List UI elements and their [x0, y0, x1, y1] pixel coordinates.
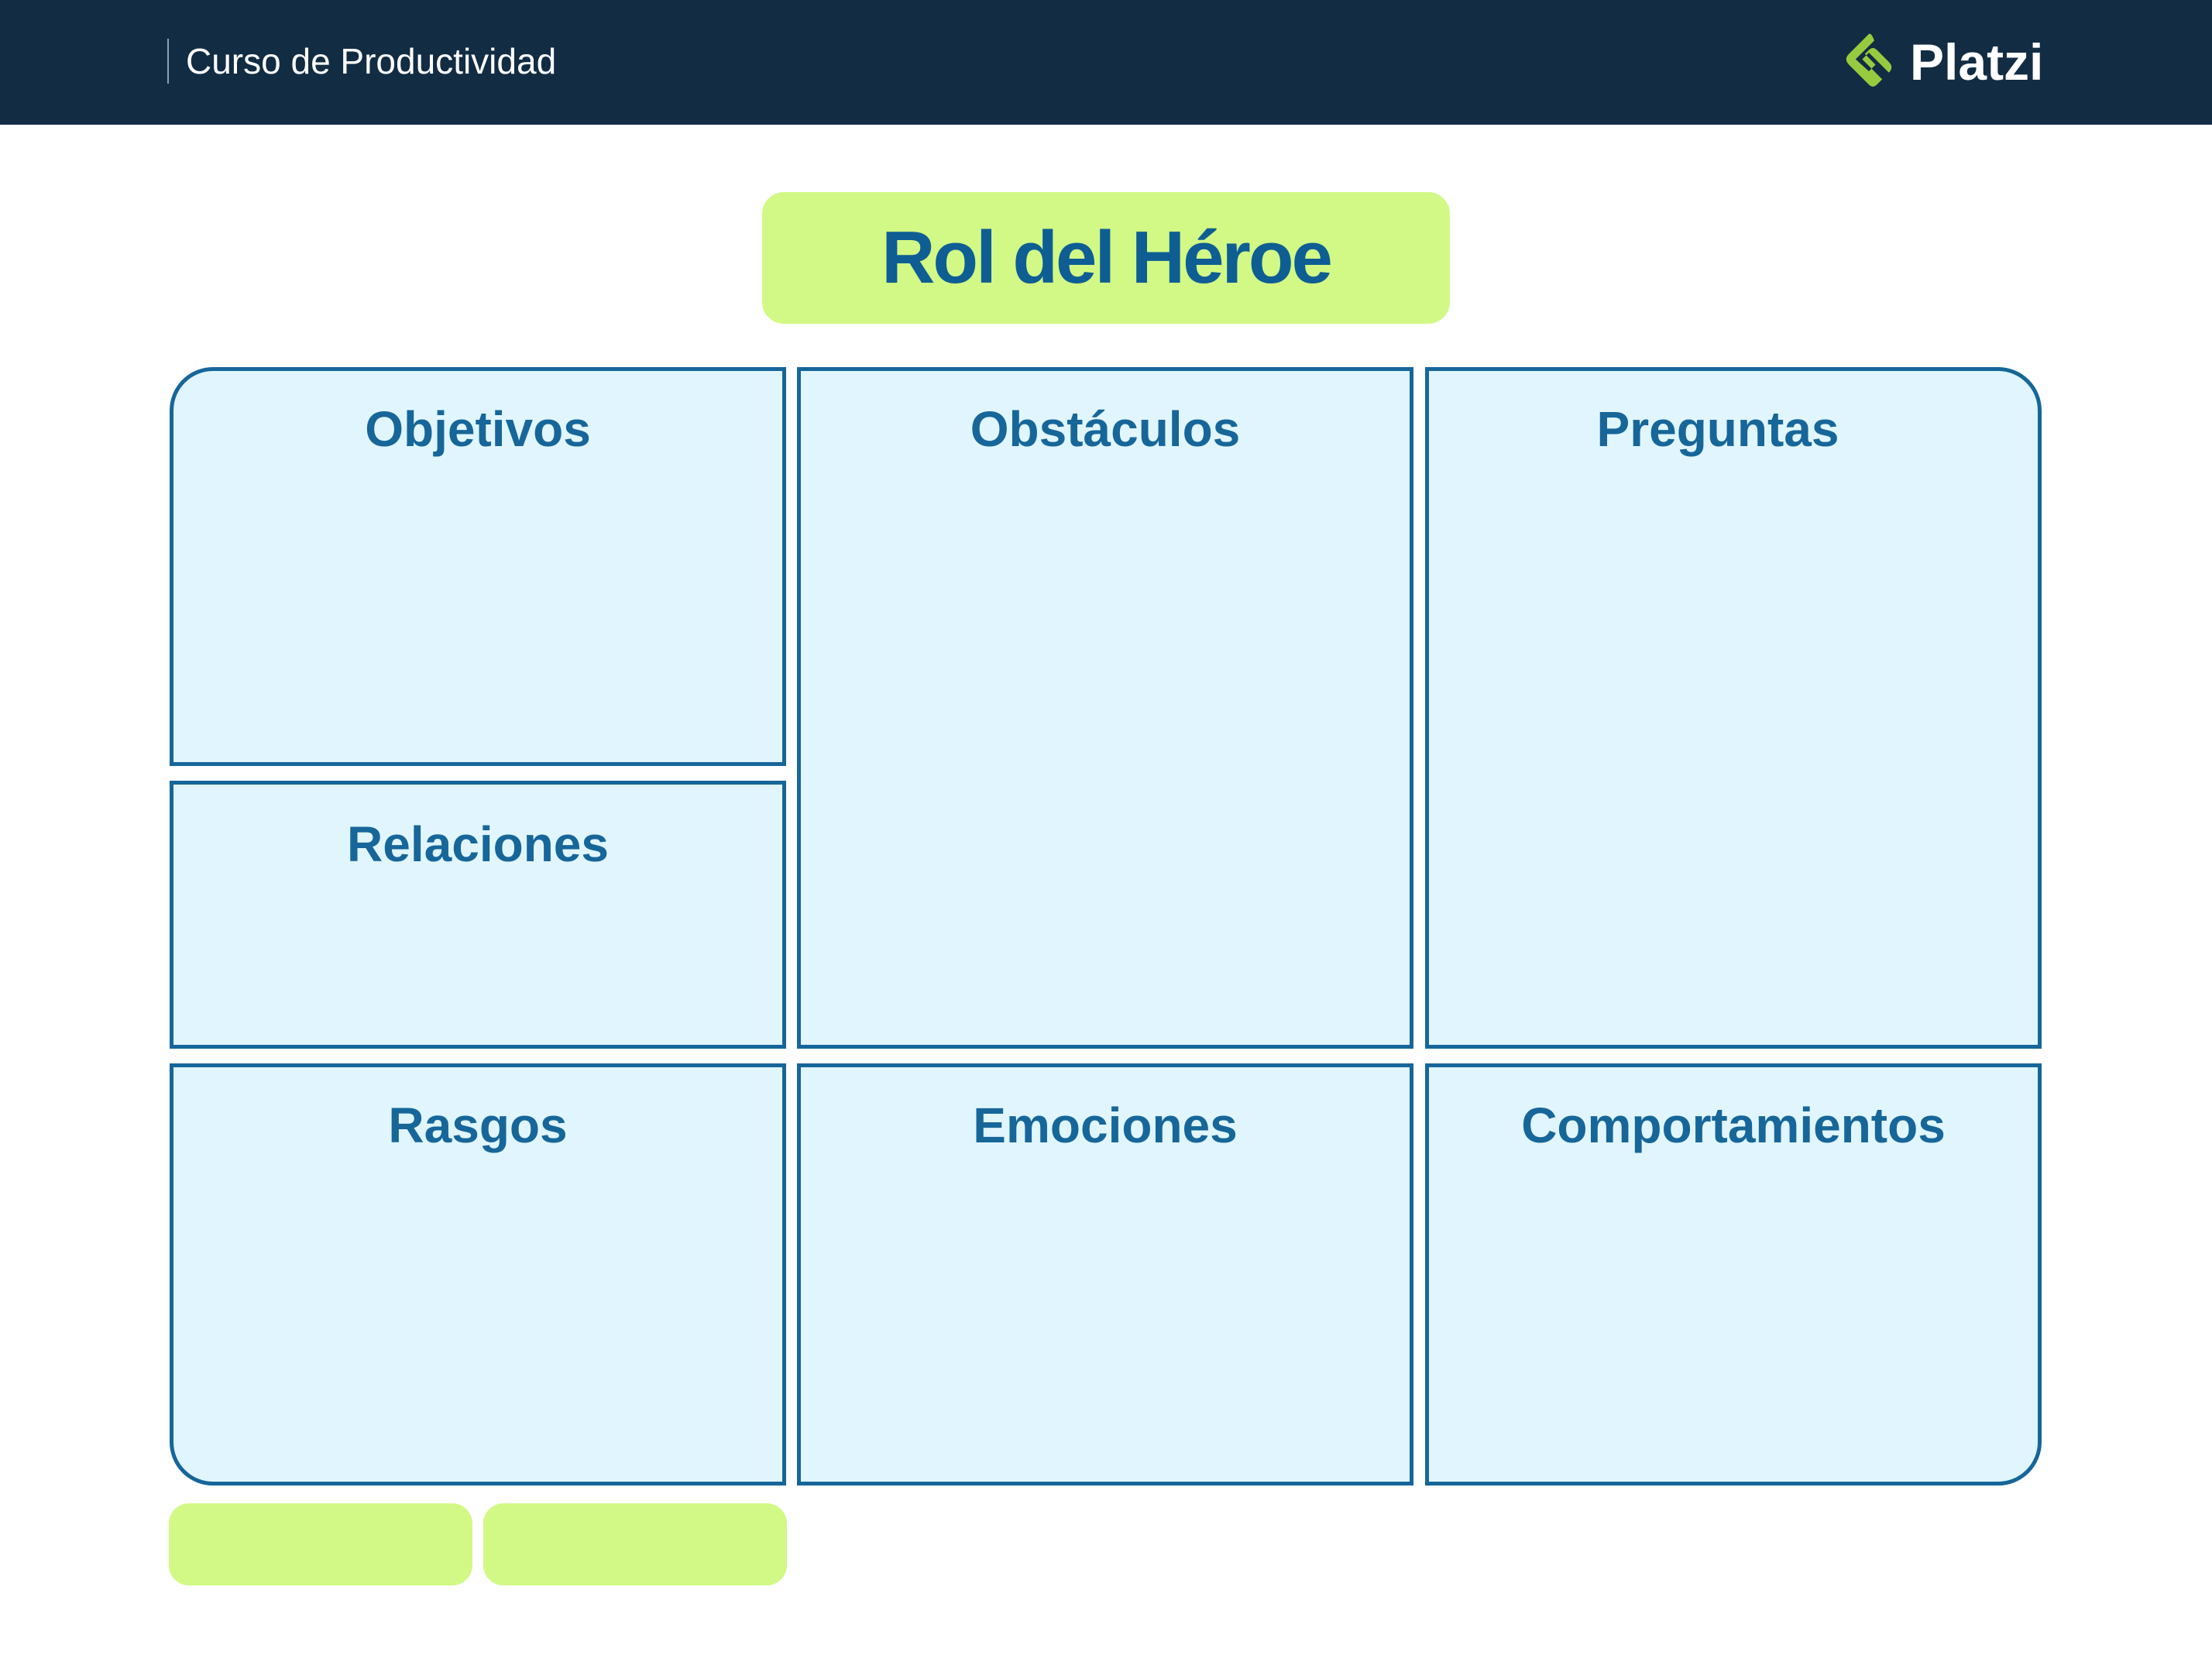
- cell-label-comportamientos: Comportamientos: [1521, 1097, 1946, 1153]
- canvas-title-box: Rol del Héroe: [762, 192, 1450, 324]
- cell-label-rasgos: Rasgos: [388, 1097, 568, 1153]
- course-title: Curso de Productividad: [186, 41, 557, 81]
- cell-objetivos[interactable]: Objetivos: [170, 367, 786, 766]
- platzi-logo-icon: [1846, 33, 1892, 87]
- cell-relaciones[interactable]: Relaciones: [170, 781, 786, 1049]
- header-divider: [167, 39, 169, 84]
- cell-label-relaciones: Relaciones: [347, 816, 609, 872]
- footer-tag-2: [483, 1503, 787, 1585]
- cell-obstaculos[interactable]: Obstáculos: [797, 367, 1413, 1049]
- canvas-title: Rol del Héroe: [881, 216, 1333, 299]
- cell-preguntas[interactable]: Preguntas: [1425, 367, 2042, 1049]
- cell-label-preguntas: Preguntas: [1596, 401, 1839, 457]
- cell-label-emociones: Emociones: [973, 1097, 1238, 1153]
- footer-tag-1: [169, 1503, 472, 1585]
- brand[interactable]: Platzi: [1836, 26, 2043, 98]
- cell-label-obstaculos: Obstáculos: [970, 401, 1241, 457]
- brand-name: Platzi: [1910, 33, 2044, 91]
- top-header-bar: Curso de Productividad Platzi: [0, 0, 2212, 125]
- cell-label-objetivos: Objetivos: [365, 401, 591, 457]
- cell-comportamientos[interactable]: Comportamientos: [1425, 1063, 2042, 1486]
- cell-emociones[interactable]: Emociones: [797, 1063, 1413, 1486]
- cell-rasgos[interactable]: Rasgos: [170, 1063, 786, 1486]
